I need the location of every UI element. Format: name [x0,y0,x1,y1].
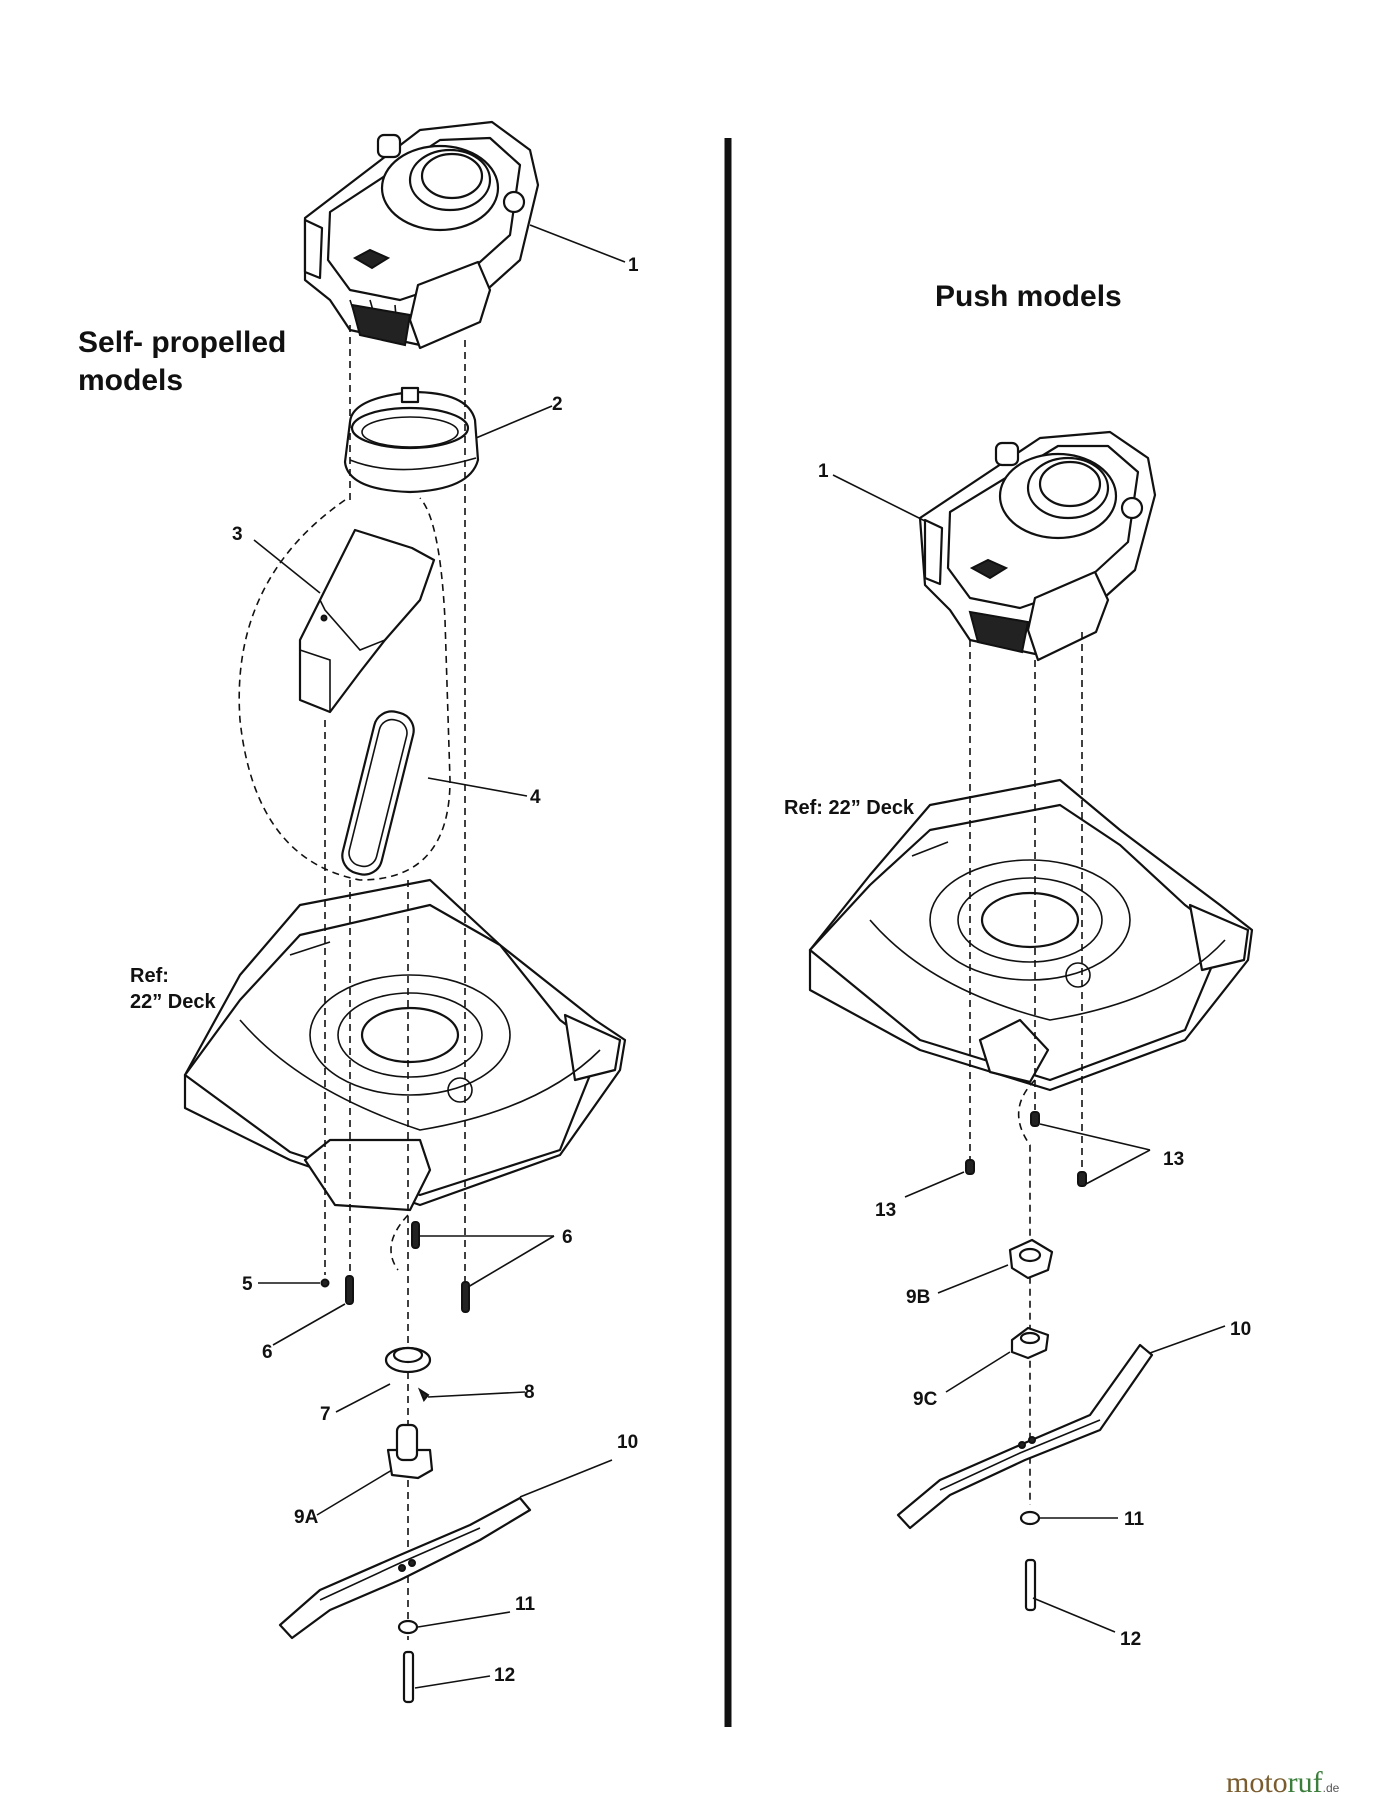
self-propelled-title-line1: Self- propelled [78,326,286,359]
right-deck-ref: Ref: 22” Deck [784,797,915,819]
push-section: Push models Ref: [784,280,1254,1650]
callout-13: 13 [875,1200,896,1221]
callout-10: 10 [1230,1319,1251,1340]
engine-left [303,120,540,350]
callout-11: 11 [1124,1509,1145,1530]
left-deck-ref-line1: Ref: [130,965,169,987]
leaders-left [253,224,626,1689]
svg-text:motoruf.de: motoruf.de [1226,1766,1340,1799]
callout-9b: 9B [906,1287,930,1308]
callout-11: 11 [515,1594,536,1615]
callout-12: 12 [494,1665,515,1686]
belt-cover [298,528,436,714]
callout-3: 3 [232,524,243,545]
leaders-right [832,474,1226,1633]
callout-1: 1 [818,461,829,482]
callout-6: 6 [262,1342,273,1363]
watermark-ruf: ruf [1288,1766,1323,1799]
self-propelled-section: Self- propelled models [78,120,639,1704]
deck-left [183,878,627,1212]
motoruf-watermark: motoruf.de [1226,1766,1340,1799]
adapter-ring [343,386,480,494]
callout-13: 13 [1163,1149,1184,1170]
callout-9a: 9A [294,1507,319,1528]
callout-10: 10 [617,1432,638,1453]
watermark-moto: moto [1226,1766,1288,1799]
callout-2: 2 [552,394,563,415]
engine-right [918,430,1157,662]
callout-1: 1 [628,255,639,276]
self-propelled-title-line2: models [78,364,183,397]
watermark-de: .de [1323,1781,1340,1795]
callout-4: 4 [530,787,541,808]
alignment-line [1017,1079,1036,1505]
belt-cover-group-outline [238,497,451,881]
drive-belt [341,710,415,876]
alignment-line [390,1214,409,1271]
callouts-right: 1 13 13 9B 9C 10 11 12 [818,461,1251,1650]
callout-9c: 9C [913,1389,938,1410]
hardware-right [896,1111,1154,1612]
hardware-left [278,1221,532,1704]
callouts-left: 1 2 3 4 5 6 6 7 8 9A 10 11 12 [232,255,639,1686]
callout-8: 8 [524,1382,535,1403]
left-deck-ref-line2: 22” Deck [130,991,216,1013]
callout-6: 6 [562,1227,573,1248]
push-title: Push models [935,280,1122,313]
callout-5: 5 [242,1274,253,1295]
callout-12: 12 [1120,1629,1141,1650]
deck-right [808,778,1254,1092]
callout-7: 7 [320,1404,331,1425]
